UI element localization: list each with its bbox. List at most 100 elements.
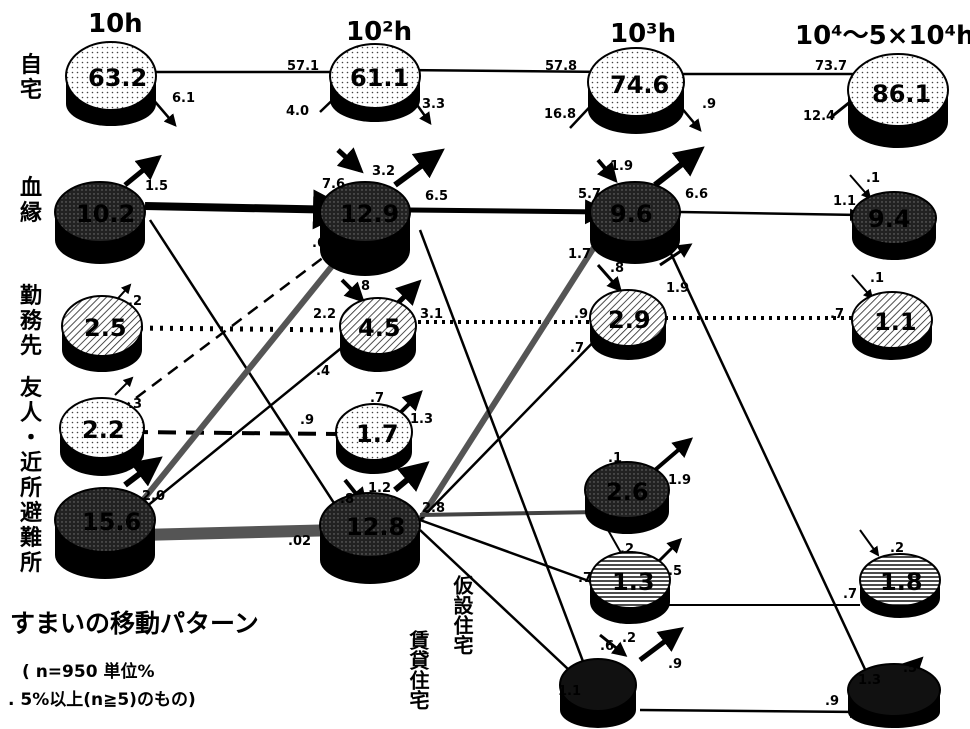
node-work-10000: 1.1 bbox=[851, 291, 933, 360]
label-k2: 7.6 bbox=[322, 177, 345, 192]
node-home-10000: 86.1 bbox=[847, 53, 949, 148]
row-work-text: 勤務先 bbox=[20, 283, 43, 359]
arrow-out-shelter10 bbox=[123, 456, 163, 488]
label-chintai: 賃貸住宅 bbox=[406, 629, 430, 710]
header-1000h: 10³h bbox=[610, 19, 676, 49]
node-home-100-value: 61.1 bbox=[350, 64, 409, 92]
arrow-in-work10000 bbox=[851, 274, 874, 300]
label-c4: .5 bbox=[668, 564, 682, 579]
row-label-char: 所 bbox=[20, 551, 42, 576]
arrow-in-kin100 bbox=[336, 147, 364, 174]
label-c8: .9 bbox=[668, 657, 682, 672]
flow-work-10-100 bbox=[129, 325, 346, 333]
label-c13: .5 bbox=[903, 661, 917, 676]
node-shelter-10-value: 15.6 bbox=[82, 508, 141, 536]
label-f5: .4 bbox=[316, 364, 330, 379]
label-h4: 6.1 bbox=[172, 91, 195, 106]
label-w4: 3.1 bbox=[420, 307, 443, 322]
arrow-in-work100 bbox=[340, 278, 365, 303]
flow-friend-10-100 bbox=[129, 430, 341, 436]
arrow-out-chintai1000 bbox=[638, 627, 684, 662]
arrow-out-kin100 bbox=[393, 148, 445, 188]
label-h2: 4.0 bbox=[286, 104, 309, 119]
flow-kin-10-100 bbox=[144, 189, 353, 230]
header-10000h: 10⁴〜5×10⁴h bbox=[795, 21, 970, 51]
label-h5: 57.8 bbox=[545, 59, 577, 74]
label-w7: 1.9 bbox=[666, 281, 689, 296]
flow-s-k2 bbox=[419, 518, 601, 587]
label-h8: 73.7 bbox=[815, 59, 847, 74]
label-k6: 1.9 bbox=[610, 159, 633, 174]
arrow-in-chintai1000 bbox=[599, 633, 628, 657]
diagram-title: すまいの移動パターン bbox=[10, 609, 259, 638]
row-kin-text: 血縁 bbox=[20, 175, 42, 226]
row-label-char: 避 bbox=[20, 500, 42, 526]
row-label-shelter: 避難所 bbox=[20, 500, 42, 576]
label-c5: .7 bbox=[578, 571, 592, 586]
row-label-char: 所 bbox=[20, 476, 42, 501]
label-w8: .7 bbox=[570, 341, 584, 356]
row-label-home: 自宅 bbox=[20, 52, 42, 103]
label-c2: 1.9 bbox=[668, 473, 691, 488]
row-label-char: 難 bbox=[20, 525, 42, 551]
arrow-in-kin1000 bbox=[596, 158, 618, 184]
flow-friend-kin bbox=[119, 244, 341, 411]
label-w1: .2 bbox=[128, 294, 142, 309]
row-label-char: 勤 bbox=[20, 283, 42, 309]
node-k2-1000: 1.3 bbox=[589, 551, 671, 624]
node-work-100-value: 4.5 bbox=[358, 314, 401, 342]
label-f4: 1.3 bbox=[410, 412, 433, 427]
node-home-1000: 74.6 bbox=[587, 47, 685, 134]
label-h1: 57.1 bbox=[287, 59, 319, 74]
row-label-char: 近 bbox=[20, 450, 42, 476]
nodes: 63.2 61.1 74.6 86.1 10.2 12.9 bbox=[54, 41, 949, 728]
row-friend-text: 友人・近所 bbox=[20, 376, 42, 501]
flow-labels: 57.1 4.0 3.3 6.1 57.8 16.8 .9 73.7 12.4 … bbox=[128, 59, 917, 709]
arrow-out-k1000 bbox=[653, 437, 694, 472]
note-line-2: . 5%以上(n≧5)のもの) bbox=[8, 690, 196, 710]
node-kin-100: 12.9 bbox=[319, 181, 411, 276]
row-label-char: 縁 bbox=[20, 200, 42, 226]
label-w9: .7 bbox=[830, 307, 844, 322]
label-w10: .1 bbox=[870, 271, 884, 286]
connections bbox=[119, 65, 873, 719]
node-kin-10000-value: 9.4 bbox=[868, 205, 911, 233]
node-kin-10: 10.2 bbox=[54, 181, 146, 264]
label-h3: 3.3 bbox=[422, 97, 445, 112]
node-kin-100-value: 12.9 bbox=[340, 200, 399, 228]
row-label-work: 勤務先 bbox=[20, 283, 43, 359]
node-friend-100-value: 1.7 bbox=[356, 420, 399, 448]
flow-s-kin1000 bbox=[417, 228, 608, 522]
row-label-char: 友 bbox=[20, 376, 42, 401]
row-label-char: 血 bbox=[20, 175, 42, 201]
header-10h: 10h bbox=[88, 9, 143, 39]
label-k10: .1 bbox=[866, 171, 880, 186]
label-w11: .6 bbox=[312, 236, 326, 251]
node-friend-10-value: 2.2 bbox=[82, 416, 125, 444]
node-work-1000: 2.9 bbox=[589, 289, 667, 360]
row-label-friend: 友人・近所 bbox=[20, 376, 42, 501]
arrow-in-k2-10000 bbox=[859, 529, 880, 557]
node-work-10: 2.5 bbox=[61, 295, 143, 372]
node-home-10-value: 63.2 bbox=[88, 64, 147, 92]
arrow-out-kin1000 bbox=[653, 146, 705, 188]
node-k2-10000: 1.8 bbox=[859, 553, 941, 618]
flow-shelter-kin bbox=[132, 248, 348, 512]
row-home-text: 自宅 bbox=[20, 52, 42, 103]
arrow-in-kin10000 bbox=[849, 174, 872, 200]
label-w5: .9 bbox=[574, 307, 588, 322]
flow-home-100-1000 bbox=[399, 65, 613, 79]
node-shelter-10: 15.6 bbox=[54, 487, 156, 579]
label-f1: .3 bbox=[128, 397, 142, 412]
label-w6: .8 bbox=[610, 261, 624, 276]
node-k-1000: 2.6 bbox=[584, 461, 670, 534]
node-home-1000-value: 74.6 bbox=[610, 71, 669, 99]
label-c9: 1.1 bbox=[558, 684, 581, 699]
row-label-char: 務 bbox=[20, 308, 43, 334]
flow-kin-1000-10000 bbox=[679, 208, 863, 222]
flow-kin-chintai bbox=[418, 229, 592, 681]
flow-shelter-work bbox=[129, 344, 346, 521]
node-home-10: 63.2 bbox=[65, 41, 157, 126]
label-c10: .7 bbox=[843, 587, 857, 602]
